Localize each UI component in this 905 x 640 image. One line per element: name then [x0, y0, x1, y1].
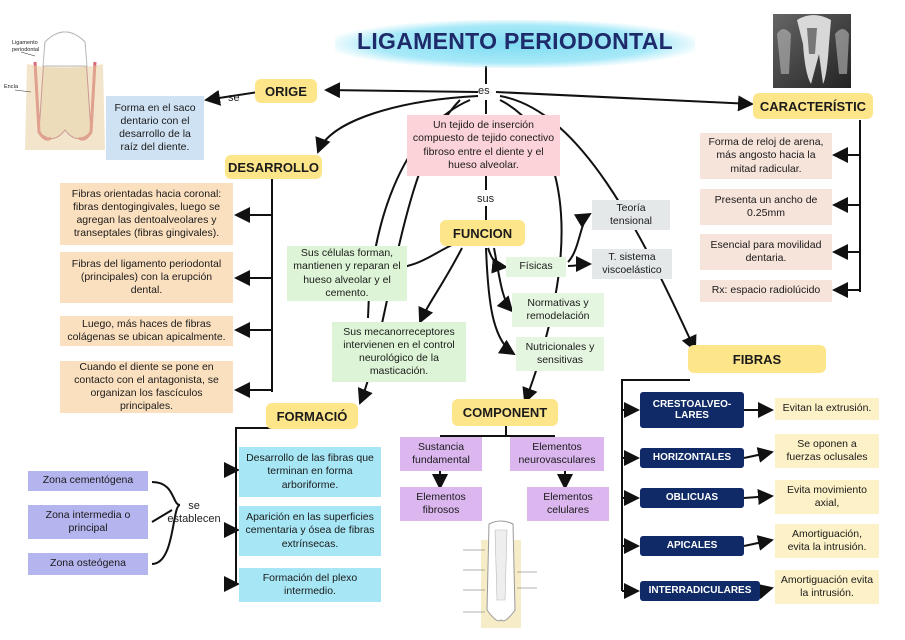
component-fibrosos: Elementos fibrosos	[400, 487, 482, 521]
funcion-nutricionales: Nutricionales y sensitivas	[516, 337, 604, 371]
formacion-item-3: Formación del plexo intermedio.	[239, 568, 381, 602]
tooth-label-encia: Encía	[4, 84, 19, 90]
funcion-normativas: Normativas y remodelación	[512, 293, 604, 327]
connector-sus: sus	[477, 193, 495, 205]
formacion-item-2: Aparición en las superficies cementaria …	[239, 506, 381, 556]
xray-image	[773, 14, 851, 88]
fibra-oblicuas: OBLICUAS	[640, 488, 744, 508]
caracteristica-1: Forma de reloj de arena, más angosto hac…	[700, 133, 832, 179]
tooth-ligament-diagram	[463, 520, 537, 628]
desarrollo-item-4: Cuando el diente se pone en contacto con…	[60, 361, 233, 413]
component-celulares: Elementos celulares	[527, 487, 609, 521]
fibra-crestoalveolares: CRESTOALVEO-LARES	[640, 392, 744, 428]
caracteristica-2: Presenta un ancho de 0.25mm	[700, 189, 832, 225]
desarrollo-item-2: Fibras del ligamento periodontal (princi…	[60, 252, 233, 303]
teoria-sistema-viscoelastico: T. sistema viscoelástico	[592, 249, 672, 279]
title-banner: LIGAMENTO PERIODONTAL	[335, 20, 695, 68]
definition-box: Un tejido de inserción compuesto de teji…	[407, 115, 560, 176]
header-caracteristicas: CARACTERÍSTIC	[753, 93, 873, 119]
fibra-interradiculares: INTERRADICULARES	[640, 581, 760, 601]
header-component: COMPONENT	[452, 399, 558, 426]
component-neurovasculares: Elementos neurovasculares	[510, 437, 604, 471]
origen-box: Forma en el saco dentario con el desarro…	[106, 96, 204, 160]
funcion-celulas: Sus células forman, mantienen y reparan …	[287, 246, 407, 301]
funcion-mecanorreceptores: Sus mecanorreceptores intervienen en el …	[332, 322, 466, 382]
component-sustancia: Sustancia fundamental	[400, 437, 482, 471]
teoria-tensional: Teoría tensional	[592, 200, 670, 230]
header-origen: ORIGE	[255, 79, 317, 103]
fibra-desc-oblicuas: Evita movimiento axial,	[775, 480, 879, 514]
zona-osteogena: Zona osteógena	[28, 553, 148, 575]
connector-se-establecen: se establecen	[167, 500, 221, 525]
zona-intermedia: Zona intermedia o principal	[28, 505, 148, 539]
connector-es: es	[478, 85, 490, 97]
caracteristica-3: Esencial para movilidad dentaria.	[700, 234, 832, 270]
desarrollo-item-1: Fibras orientadas hacia coronal: fibras …	[60, 183, 233, 245]
header-desarrollo: DESARROLLO	[225, 155, 322, 179]
fibra-desc-interradiculares: Amortiguación evita la intrusión.	[775, 570, 879, 604]
header-funcion: FUNCION	[440, 220, 525, 246]
fibra-apicales: APICALES	[640, 536, 744, 556]
fibra-desc-crestoalveolares: Evitan la extrusión.	[775, 398, 879, 420]
fibra-horizontales: HORIZONTALES	[640, 448, 744, 468]
caracteristica-4: Rx: espacio radiolúcido	[700, 280, 832, 302]
tooth-label-ligamento: Ligamento periodontal	[12, 40, 40, 53]
funcion-fisicas: Físicas	[506, 257, 566, 277]
connector-se: se	[228, 92, 240, 104]
desarrollo-item-3: Luego, más haces de fibras colágenas se …	[60, 316, 233, 346]
formacion-item-1: Desarrollo de las fibras que terminan en…	[239, 447, 381, 497]
fibra-desc-horizontales: Se oponen a fuerzas oclusales	[775, 434, 879, 468]
tooth-cross-section-illustration	[14, 31, 105, 150]
zona-cementogena: Zona cementógena	[28, 471, 148, 491]
fibra-desc-apicales: Amortiguación, evita la intrusión.	[775, 524, 879, 558]
page-title: LIGAMENTO PERIODONTAL	[357, 28, 673, 54]
header-fibras: FIBRAS	[688, 345, 826, 373]
header-formacion: FORMACIÓ	[266, 403, 358, 429]
